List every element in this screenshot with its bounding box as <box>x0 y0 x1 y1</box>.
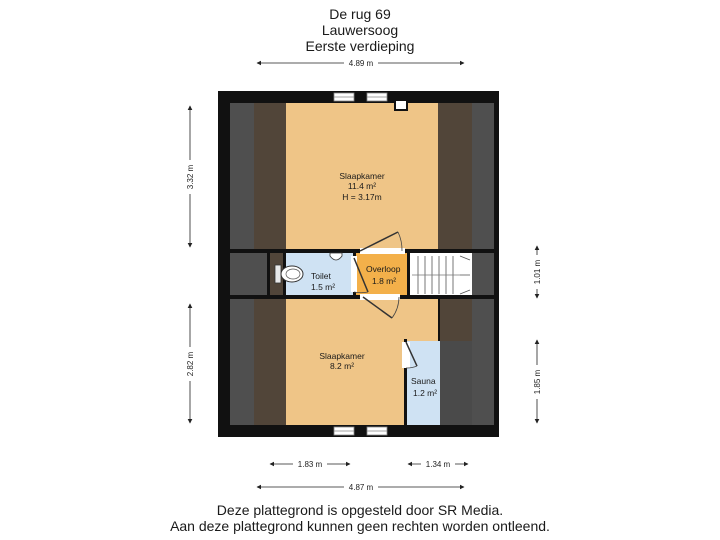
sauna-name: Sauna <box>411 376 436 386</box>
dim-left-upper: 3.32 m <box>186 164 195 189</box>
sauna-wall <box>404 339 407 425</box>
slope-left-middle <box>230 253 267 295</box>
sauna-slope <box>440 341 472 425</box>
landing-area: 1.8 m² <box>372 276 396 286</box>
doors <box>351 231 418 369</box>
slope-left-outer-upper <box>230 103 254 249</box>
bedroom1-name: Slaapkamer <box>339 171 385 181</box>
dim-bottom-right: 1.34 m <box>426 460 451 469</box>
dim-bottom-total: 4.87 m <box>349 483 374 492</box>
stairwell <box>410 253 472 295</box>
disclaimer-line-1: Deze plattegrond is opgesteld door SR Me… <box>216 502 504 518</box>
washbasin <box>329 252 343 261</box>
sauna-area: 1.2 m² <box>413 388 437 398</box>
slope-right-outer-upper <box>472 103 494 249</box>
dim-left-lower: 2.82 m <box>186 351 195 376</box>
address-street: De rug 69 <box>329 6 391 22</box>
slope-right-inner-lower <box>440 299 472 341</box>
landing-name: Overloop <box>366 264 401 274</box>
chimney-shaft <box>394 99 408 111</box>
disclaimer-line-2: Aan deze plattegrond kunnen geen rechten… <box>170 518 550 534</box>
staircase <box>412 255 471 295</box>
windows <box>333 92 388 436</box>
bedroom2-area: 8.2 m² <box>330 361 354 371</box>
dim-right-upper: 1.01 m <box>533 259 542 284</box>
dim-bottom-left: 1.83 m <box>298 460 323 469</box>
dim-right-lower: 1.85 m <box>533 369 542 394</box>
toilet-name: Toilet <box>311 271 331 281</box>
room-landing <box>356 253 407 295</box>
room-bedroom-upper <box>286 103 438 249</box>
slope-left-inner-lower <box>254 299 286 425</box>
slope-right-inner-upper <box>438 103 472 249</box>
bedroom2-name: Slaapkamer <box>319 351 365 361</box>
toilet-fixture <box>274 264 304 284</box>
dim-top-width: 4.89 m <box>349 59 374 68</box>
slope-right-outer-lower <box>472 299 494 425</box>
bedroom1-height: H = 3.17m <box>342 192 381 202</box>
slope-left-outer-lower <box>230 299 254 425</box>
toilet-area: 1.5 m² <box>311 282 335 292</box>
floor-name: Eerste verdieping <box>305 38 415 54</box>
slope-left-inner-upper <box>254 103 286 249</box>
address-city: Lauwersoog <box>321 22 399 38</box>
bedroom1-area: 11.4 m² <box>348 181 376 191</box>
slope-right-middle <box>472 253 494 295</box>
